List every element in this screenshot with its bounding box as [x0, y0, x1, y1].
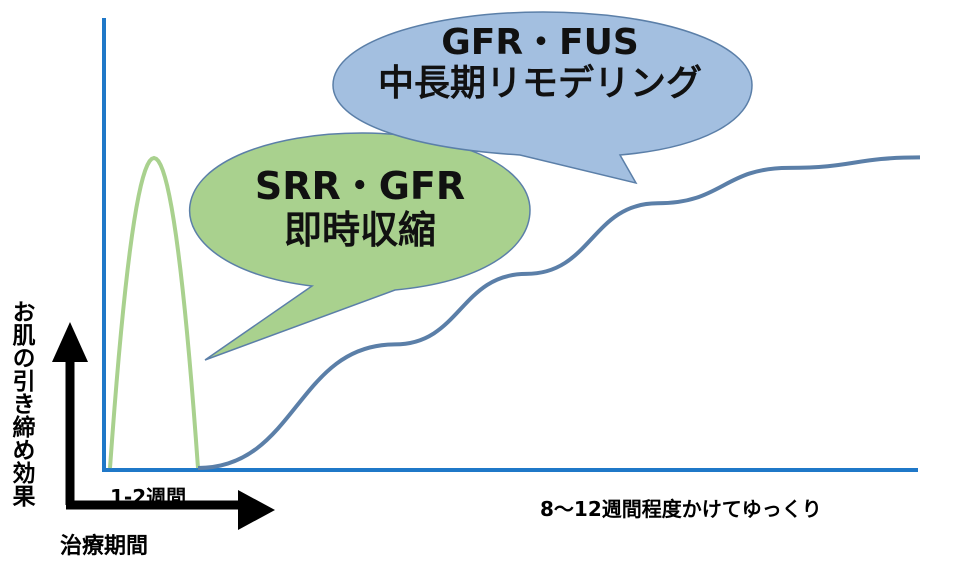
callout-line-1: GFR・FUS: [441, 22, 639, 63]
callout-line-2: 中長期リモデリング: [377, 63, 702, 105]
series-line-long-term: [197, 155, 921, 470]
x-tick-label-long: 8〜12週間程度かけてゆっくり: [540, 497, 822, 521]
callout-bubble-long-term: [332, 11, 753, 185]
callout-line-2: 即時収縮: [283, 207, 436, 252]
callout-line-1: SRR・GFR: [254, 164, 466, 208]
callout-bubble-short-term: [188, 132, 531, 361]
series-line-immediate: [108, 155, 200, 469]
callout-text-short-term: SRR・GFR 即時収縮: [195, 164, 525, 252]
y-arrow-head: [52, 322, 88, 362]
x-tick-label-short: 1-2週間: [110, 485, 187, 509]
x-axis-title: 治療期間: [60, 534, 149, 559]
callout-text-long-term: GFR・FUS 中長期リモデリング: [330, 22, 750, 105]
x-arrow-head: [238, 490, 275, 530]
y-axis-title: お肌の引き締め効果: [8, 300, 34, 507]
